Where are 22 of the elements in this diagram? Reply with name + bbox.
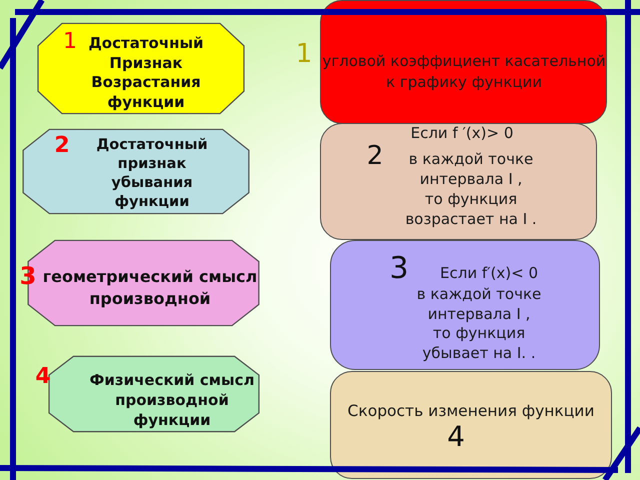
statement-text: Физический смысл производной функции (90, 370, 254, 430)
rounded-panel (320, 123, 597, 240)
number-label: 2 (54, 133, 70, 159)
statement-text: Достаточный признак убывания функции (96, 136, 208, 212)
number-label: 2 (366, 141, 384, 171)
number-label: 1 (63, 29, 77, 55)
statement-text: в каждой точке интервала I , то функция убывает на I. . (416, 285, 542, 363)
number-label: 1 (296, 39, 312, 69)
number-label: 4 (35, 364, 51, 390)
octagon-panel (22, 129, 250, 214)
statement-text: угловой коэффициент касательной к графику функции (322, 51, 606, 93)
statement-text: Достаточный Признак Возрастания функции (88, 34, 204, 112)
number-label: 4 (447, 421, 465, 453)
rounded-panel (330, 240, 600, 370)
number-label: 3 (389, 252, 409, 286)
statement-text: геометрический смысл производной (42, 266, 258, 310)
statement-text: в каждой точке интервала I , то функция возрастает на I . (405, 149, 537, 229)
octagon-panel (37, 23, 245, 114)
rounded-panel (330, 371, 612, 479)
condition-text: Если f ′(x)> 0 (410, 124, 514, 142)
condition-text: Если f′(x)< 0 (440, 263, 538, 283)
statement-text: Скорость изменения функции (348, 401, 594, 421)
